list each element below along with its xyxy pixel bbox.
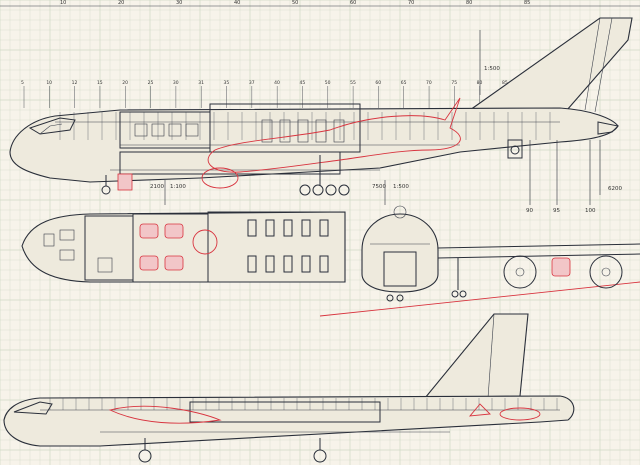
lower-gear bbox=[138, 438, 327, 463]
side-section-view: 5 10 12 15 20 25 30 31 35 37 40 45 50 55 60 65 70 75 80 85 bbox=[9, 17, 633, 214]
station-label: 40 bbox=[274, 80, 280, 86]
cockpit-glazing bbox=[28, 117, 76, 135]
plan-window bbox=[247, 219, 257, 237]
plan-window bbox=[301, 255, 311, 273]
engine-nacelle-outer bbox=[589, 255, 623, 289]
lower-side-view bbox=[3, 313, 575, 463]
station-label: 12 bbox=[72, 80, 78, 86]
cross-section-view bbox=[361, 205, 439, 302]
top-ruler: 10 20 30 40 50 60 70 80 85 bbox=[0, 0, 640, 7]
dim-gear-scale: 1:500 bbox=[393, 184, 409, 190]
ruler-mark: 10 bbox=[60, 0, 66, 6]
wing-trailing-edge bbox=[437, 253, 640, 259]
tail-station: 100 bbox=[585, 208, 596, 214]
station-label: 5 bbox=[21, 80, 24, 86]
ruler-mark: 20 bbox=[118, 0, 124, 6]
ruler-mark: 70 bbox=[408, 0, 414, 6]
pod-front bbox=[551, 257, 571, 277]
station-label: 45 bbox=[299, 80, 305, 86]
tail-station: 90 bbox=[526, 208, 533, 214]
plan-window bbox=[247, 255, 257, 273]
station-label: 25 bbox=[148, 80, 154, 86]
station-label: 20 bbox=[122, 80, 128, 86]
ruler-mark: 50 bbox=[292, 0, 298, 6]
wing-front-view bbox=[319, 243, 640, 317]
station-label: 37 bbox=[249, 80, 255, 86]
main-landing-gear bbox=[299, 155, 350, 196]
dimension-callouts: 2100 1:100 7500 1:500 6200 1:500 90 95 1… bbox=[150, 30, 622, 214]
plan-window bbox=[283, 219, 293, 237]
station-label: 75 bbox=[451, 80, 457, 86]
station-label: 50 bbox=[325, 80, 331, 86]
station-label: 10 bbox=[46, 80, 52, 86]
seat-pods bbox=[139, 223, 218, 271]
ruler-mark: 60 bbox=[350, 0, 356, 6]
ruler-mark: 30 bbox=[176, 0, 182, 6]
fuselage-lower bbox=[3, 395, 575, 447]
lower-fuselage-frames bbox=[49, 398, 558, 410]
station-label: 65 bbox=[401, 80, 407, 86]
dim-nose: 2100 bbox=[150, 184, 164, 190]
rear-gear-detail bbox=[507, 139, 523, 159]
station-label: 31 bbox=[198, 80, 204, 86]
ruler-mark: 40 bbox=[234, 0, 240, 6]
plan-window bbox=[265, 255, 275, 273]
ruler-mark: 80 bbox=[466, 0, 472, 6]
fuselage-cross-section bbox=[361, 213, 439, 293]
plan-window bbox=[319, 219, 329, 237]
plan-windows bbox=[247, 219, 329, 273]
station-label: 30 bbox=[173, 80, 179, 86]
tail-cone bbox=[597, 121, 620, 135]
station-label: 85 bbox=[502, 80, 508, 86]
station-label: 70 bbox=[426, 80, 432, 86]
overlay-silhouette bbox=[207, 97, 461, 173]
tail-station: 95 bbox=[553, 208, 560, 214]
plan-window bbox=[283, 255, 293, 273]
lower-hold bbox=[119, 151, 341, 175]
wing-leading-edge bbox=[437, 243, 640, 249]
plan-view bbox=[21, 211, 346, 283]
overlay-lower bbox=[108, 405, 222, 424]
station-label: 60 bbox=[375, 80, 381, 86]
dim-tail: 6200 bbox=[608, 186, 622, 192]
dim-nose-scale: 1:100 bbox=[170, 184, 186, 190]
station-label: 55 bbox=[350, 80, 356, 86]
station-label: 80 bbox=[477, 80, 483, 86]
plan-window bbox=[301, 219, 311, 237]
plan-window bbox=[265, 219, 275, 237]
nose-landing-gear bbox=[101, 175, 111, 195]
plan-window bbox=[319, 255, 329, 273]
engine-nacelle-inner bbox=[503, 255, 537, 289]
scale-label: 1:500 bbox=[484, 66, 500, 72]
dim-gear: 7500 bbox=[372, 184, 386, 190]
station-label: 35 bbox=[224, 80, 230, 86]
station-label: 15 bbox=[97, 80, 103, 86]
fuselage-plan bbox=[21, 211, 346, 283]
ruler-mark: 85 bbox=[524, 0, 530, 6]
cockpit-lower bbox=[13, 401, 53, 415]
